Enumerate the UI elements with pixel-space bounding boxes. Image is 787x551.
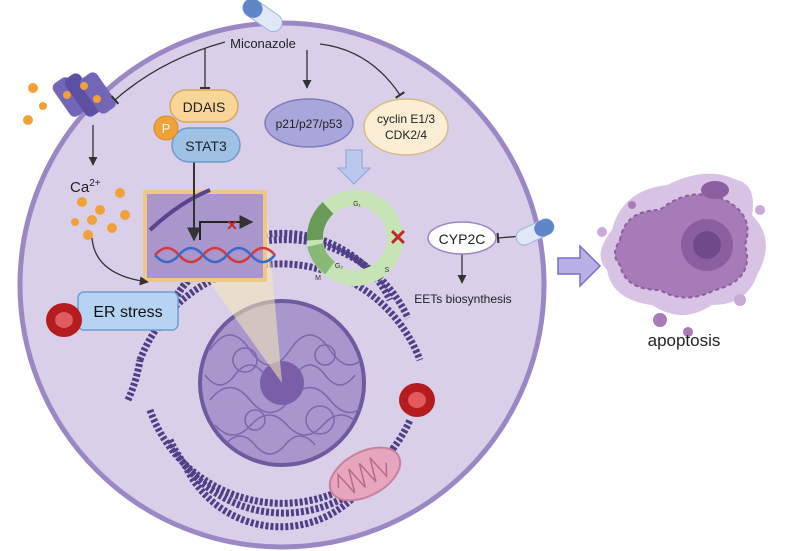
calcium-label: Ca2+ bbox=[70, 178, 101, 196]
drug-label: Miconazole bbox=[230, 36, 296, 51]
mitochondrion-icon bbox=[328, 446, 402, 502]
apoptotic-cell-icon bbox=[597, 173, 766, 337]
svg-text:p21/p27/p53: p21/p27/p53 bbox=[276, 117, 343, 131]
red-blood-cell-icon bbox=[46, 303, 82, 337]
to-apoptosis-arrow bbox=[557, 244, 602, 288]
dna-transcription-panel: ✕ bbox=[143, 188, 276, 282]
stat3-node: STAT3 bbox=[171, 127, 241, 163]
cycle-arrest-mark: ✕ bbox=[389, 225, 407, 250]
svg-text:DDAIS: DDAIS bbox=[183, 99, 226, 115]
phosphate-badge: P bbox=[153, 115, 179, 141]
transcription-block-mark: ✕ bbox=[226, 217, 238, 233]
svg-text:STAT3: STAT3 bbox=[185, 138, 227, 154]
er-stress-box: ER stress bbox=[77, 291, 179, 331]
red-blood-cell-icon-2 bbox=[399, 383, 435, 417]
svg-text:ER stress: ER stress bbox=[93, 304, 162, 321]
svg-text:cyclin E1/3: cyclin E1/3 bbox=[377, 112, 435, 126]
phase-s: S bbox=[385, 267, 390, 274]
intracellular-calcium bbox=[71, 188, 130, 240]
phase-g2: G₂ bbox=[335, 263, 343, 270]
phase-g1: G₁ bbox=[353, 201, 361, 208]
ddais-node: DDAIS bbox=[169, 89, 239, 123]
cycle-block-arrow bbox=[336, 149, 372, 185]
cyclin-cdk-node: cyclin E1/3 CDK2/4 bbox=[363, 98, 449, 156]
svg-text:P: P bbox=[162, 121, 171, 136]
svg-text:CDK2/4: CDK2/4 bbox=[385, 128, 427, 142]
apoptosis-label: apoptosis bbox=[648, 331, 721, 350]
cyp2c-node: CYP2C bbox=[427, 221, 497, 255]
cell-cycle-ring: G₁ S G₂ M bbox=[306, 190, 403, 286]
extracellular-calcium bbox=[23, 83, 47, 125]
pathway-arrows bbox=[88, 41, 467, 286]
calcium-channel-icon bbox=[52, 72, 116, 117]
phase-m: M bbox=[315, 275, 321, 282]
svg-text:CYP2C: CYP2C bbox=[439, 231, 486, 247]
miconazole-pill-icon bbox=[242, 0, 283, 33]
miconazole-pill-icon-2 bbox=[515, 218, 555, 246]
cdk-inhibitors-node: p21/p27/p53 bbox=[264, 98, 354, 148]
dna-helix bbox=[154, 246, 276, 264]
eets-label: EETs biosynthesis bbox=[414, 292, 511, 306]
